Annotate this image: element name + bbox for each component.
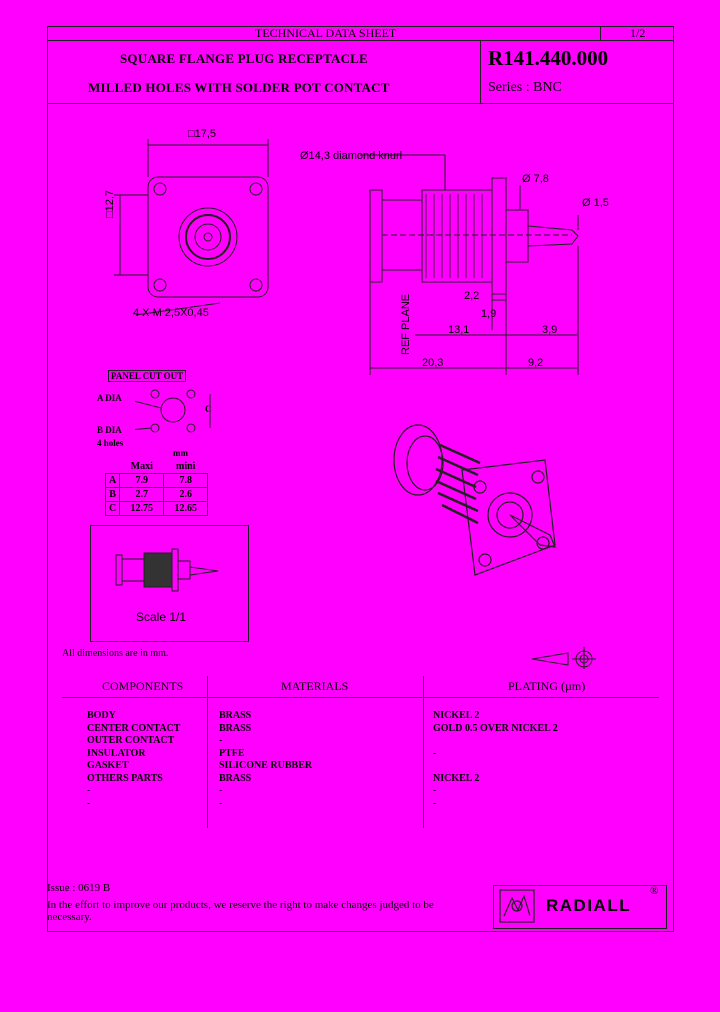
scale-box xyxy=(90,525,249,642)
list-item: - xyxy=(87,785,91,796)
holes-label: 4 holes xyxy=(97,438,124,448)
radiall-logo-icon xyxy=(499,889,535,923)
list-item: BRASS xyxy=(219,722,252,734)
diameter-1-5: Ø 1,5 xyxy=(582,197,609,209)
row-label: C xyxy=(104,501,121,516)
list-item: BRASS xyxy=(219,772,252,784)
front-height-label: □12,7 xyxy=(104,189,116,218)
scale-label: Scale 1/1 xyxy=(136,610,187,624)
projection-symbol-icon xyxy=(531,647,596,669)
list-item: BRASS xyxy=(219,710,252,721)
panel-cutout-drawing xyxy=(135,389,211,433)
radiall-logo-box xyxy=(493,885,667,929)
list-item: SILICONE RUBBER xyxy=(219,760,313,771)
table-row: B 2.7 2.6 xyxy=(104,487,209,502)
dimensions-note: All dimensions are in mm. xyxy=(62,648,169,659)
table-col-divider-2 xyxy=(423,676,424,828)
brand-name: RADIALL xyxy=(546,896,632,915)
header-divider-vertical xyxy=(480,40,481,103)
list-item: - xyxy=(219,735,223,746)
dim-13-1: 13,1 xyxy=(448,324,470,336)
row-label: A xyxy=(104,473,121,488)
connector-3d-render xyxy=(393,424,556,576)
list-item: - xyxy=(219,797,223,809)
page-number: 1/2 xyxy=(630,26,646,40)
header-materials: MATERIALS xyxy=(281,679,349,693)
list-item: - xyxy=(87,797,91,809)
diameter-7-8: Ø 7,8 xyxy=(522,173,549,185)
panel-cutout-title: PANEL CUT OUT xyxy=(108,370,187,382)
unit-mm: mm xyxy=(173,448,188,458)
list-item xyxy=(433,760,558,773)
table-col-divider-1 xyxy=(207,676,208,828)
scale-drawing xyxy=(115,548,219,592)
disclaimer-line1: In the effort to improve our products, w… xyxy=(47,899,434,911)
dim-20-3: 20,3 xyxy=(422,357,444,369)
table-row: A 7.9 7.8 xyxy=(104,473,209,488)
materials-column: BRASS BRASS - PTFE SILICONE RUBBER BRASS… xyxy=(219,710,312,810)
sheet-type: TECHNICAL DATA SHEET xyxy=(255,26,397,40)
plating-column: NICKEL 2 GOLD 0.5 OVER NICKEL 2 - NICKEL… xyxy=(433,710,558,810)
list-item: INSULATOR xyxy=(87,747,146,759)
list-item: OTHERS PARTS xyxy=(87,772,163,784)
list-item: GOLD 0.5 OVER NICKEL 2 xyxy=(433,722,558,734)
a-dia-label: A DIA xyxy=(97,393,122,403)
front-width-label: □17,5 xyxy=(188,128,217,140)
dim-3-9: 3,9 xyxy=(542,324,558,336)
ref-plane-label: REF PLANE xyxy=(400,293,412,355)
header-divider-bottom xyxy=(47,103,673,104)
row-maxi: 2.7 xyxy=(119,487,165,502)
panel-cutout-table: Maxi mini A 7.9 7.8 B 2.7 2.6 C 12.75 12… xyxy=(104,460,209,516)
list-item: - xyxy=(433,797,437,809)
row-mini: 12.65 xyxy=(163,501,209,516)
sheet-frame xyxy=(47,26,674,932)
list-item: NICKEL 2 xyxy=(433,710,480,721)
dim-1-9: 1,9 xyxy=(481,308,497,320)
c-label: C xyxy=(205,404,212,414)
part-number: R141.440.000 xyxy=(488,46,609,70)
header-plating: PLATING (µm) xyxy=(508,679,586,693)
issue-label: Issue : 0619 B xyxy=(47,882,111,894)
list-item: BODY xyxy=(87,710,116,721)
list-item: - xyxy=(433,747,437,759)
list-item: - xyxy=(433,785,437,796)
side-view-drawing xyxy=(360,154,579,375)
series: Series : BNC xyxy=(488,80,562,95)
header-divider-top xyxy=(47,40,673,41)
dim-9-2: 9,2 xyxy=(528,357,544,369)
list-item: CENTER CONTACT xyxy=(87,722,181,734)
row-maxi: 7.9 xyxy=(119,473,165,488)
table-row: C 12.75 12.65 xyxy=(104,501,209,516)
col-maxi: Maxi xyxy=(119,460,164,474)
header-components: COMPONENTS xyxy=(102,679,184,693)
row-mini: 2.6 xyxy=(163,487,209,502)
list-item: OUTER CONTACT xyxy=(87,735,175,746)
list-item: - xyxy=(219,785,223,796)
disclaimer: In the effort to improve our products, w… xyxy=(47,899,487,923)
list-item: PTFE xyxy=(219,747,245,759)
table-header-rule xyxy=(62,697,659,698)
front-view-drawing xyxy=(114,139,269,316)
components-column: BODY CENTER CONTACT OUTER CONTACT INSULA… xyxy=(87,710,180,810)
row-maxi: 12.75 xyxy=(119,501,165,516)
list-item: NICKEL 2 xyxy=(433,772,480,784)
row-label: B xyxy=(104,487,121,502)
title-line2: MILLED HOLES WITH SOLDER POT CONTACT xyxy=(88,80,390,95)
page-divider xyxy=(600,26,601,40)
b-dia-label: B DIA xyxy=(97,425,122,435)
dim-2-2: 2,2 xyxy=(464,290,480,302)
row-mini: 7.8 xyxy=(163,473,209,488)
knurl-label: Ø14,3 diamond knurl xyxy=(300,150,403,162)
front-holes-label: 4 X M 2,5X0,45 xyxy=(133,307,209,319)
list-item xyxy=(433,735,558,748)
title-line1: SQUARE FLANGE PLUG RECEPTACLE xyxy=(120,51,368,66)
col-mini: mini xyxy=(163,460,208,474)
registered-mark: ® xyxy=(650,885,659,897)
list-item: GASKET xyxy=(87,760,129,771)
disclaimer-line2: necessary. xyxy=(47,911,92,923)
